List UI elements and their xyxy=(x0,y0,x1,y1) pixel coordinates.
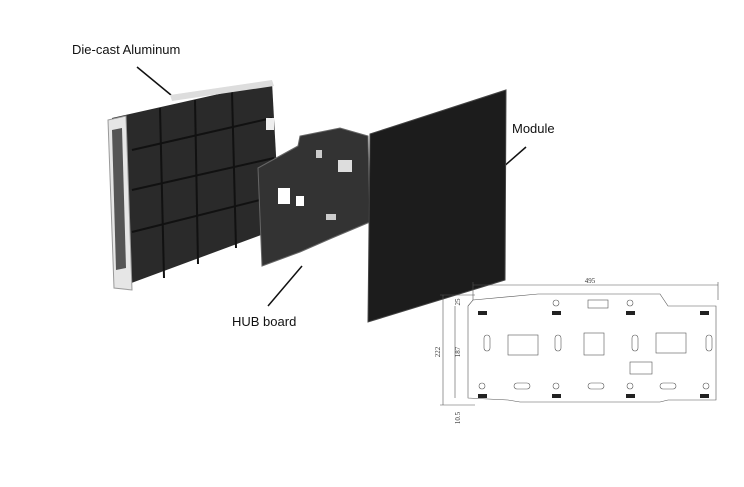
dim-bottom-offset: 10.5 xyxy=(454,411,462,424)
die-cast-leader-line xyxy=(136,66,172,96)
hub-board xyxy=(257,127,371,267)
module-label: Module xyxy=(512,121,555,136)
hub-leader-line xyxy=(267,265,303,307)
dim-width: 495 xyxy=(585,277,596,285)
hub-board-label: HUB board xyxy=(232,314,297,329)
dim-total-height: 222 xyxy=(434,346,442,357)
die-cast-aluminum-label: Die-cast Aluminum xyxy=(72,42,181,57)
led-module-panel xyxy=(367,89,507,323)
hub-dimension-drawing xyxy=(440,282,719,406)
dim-top-offset: 25 xyxy=(454,298,462,306)
dim-inner-height: 187 xyxy=(454,346,462,357)
die-cast-cabinet xyxy=(107,80,280,291)
